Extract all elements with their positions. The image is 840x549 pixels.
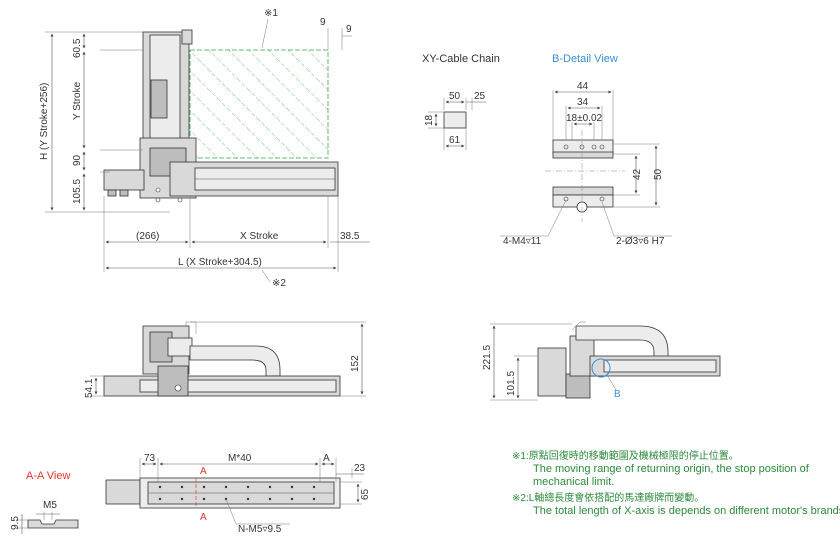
- b-detail-view: B-Detail View 44 34 18±0.02 4: [500, 53, 672, 247]
- dim-105-5: 105.5: [72, 179, 83, 204]
- b-dim-44: 44: [577, 81, 589, 92]
- note2-en: The total length of X-axis is depends on…: [533, 505, 840, 517]
- marker-a-bot: A: [200, 512, 207, 523]
- y-axis-end-cap: [181, 29, 193, 45]
- x-motor-connector: [107, 189, 117, 197]
- callout-4-m4: 4-M4▿11: [503, 236, 542, 247]
- y-axis-slider: [150, 79, 168, 119]
- front-view: 152 54.1: [84, 321, 366, 398]
- stroke-range-area: [189, 49, 329, 159]
- b-dim-42: 42: [632, 168, 643, 180]
- cable-chain-title: XY-Cable Chain: [422, 53, 500, 65]
- b-dim-50: 50: [653, 168, 664, 180]
- side-dim-221-5: 221.5: [482, 345, 493, 370]
- side-view: B 221.5 101.5: [482, 321, 721, 401]
- dim-h: H (Y Stroke+256): [39, 83, 50, 160]
- cable-chain-view: XY-Cable Chain 50 25 18 61: [422, 53, 500, 150]
- cable-dim-18: 18: [424, 114, 435, 126]
- cable-dim-61: 61: [449, 135, 461, 146]
- bottom-dim-73: 73: [144, 453, 156, 464]
- front-dim-152: 152: [350, 355, 361, 372]
- note2-marker: ※2: [272, 278, 286, 289]
- note2-zh: ※2:L軸總長度會依搭配的馬達廠牌而變動。: [512, 491, 704, 504]
- bottom-dim-65: 65: [360, 488, 371, 500]
- notes: ※1:原點回復時的移動範圍及機械極限的停止位置。 The moving rang…: [512, 449, 840, 517]
- aa-dim-m5: M5: [43, 500, 57, 511]
- aa-view: A-A View M5 9.5: [10, 470, 79, 534]
- aa-section: [27, 519, 79, 529]
- aa-dim-9-5: 9.5: [10, 516, 21, 530]
- b-dim-18-02: 18±0.02: [566, 113, 603, 124]
- dim-9b: 9: [346, 24, 352, 35]
- cable-dim-25: 25: [474, 91, 486, 102]
- side-dim-101-5: 101.5: [506, 371, 517, 396]
- x-motor: [103, 169, 145, 191]
- dim-266: (266): [136, 231, 159, 242]
- b-detail-bottom-plate: [552, 186, 614, 196]
- dim-60-5: 60.5: [72, 38, 83, 58]
- callout-2-d3: 2-Ø3▿6 H7: [616, 236, 665, 247]
- note1-en-line2: mechanical limit.: [533, 476, 614, 488]
- front-cable-chain: [189, 345, 281, 377]
- dim-90: 90: [72, 154, 83, 166]
- side-motor: [537, 347, 567, 397]
- dim-38-5: 38.5: [340, 231, 360, 242]
- dim-9a: 9: [320, 17, 326, 28]
- top-view: ※1 9 9 H (Y Stroke+256) 60.5 Y Stroke 90…: [39, 8, 370, 289]
- note1-en-line1: The moving range of returning origin, th…: [533, 463, 810, 475]
- marker-a-top: A: [323, 453, 330, 464]
- bottom-view: A A 73 M*40 A 23 65 N-M5▿9.5: [105, 453, 371, 535]
- dim-y-stroke: Y Stroke: [72, 81, 83, 120]
- dim-x-stroke: X Stroke: [240, 231, 279, 242]
- bottom-dim-23: 23: [354, 463, 366, 474]
- note1-zh: ※1:原點回復時的移動範圍及機械極限的停止位置。: [512, 449, 739, 462]
- b-dim-34: 34: [577, 97, 589, 108]
- b-detail-title: B-Detail View: [552, 53, 618, 65]
- cable-chain-section: [443, 111, 467, 129]
- cable-dim-50: 50: [449, 91, 461, 102]
- aa-view-title: A-A View: [26, 470, 70, 482]
- dim-l: L (X Stroke+304.5): [178, 257, 262, 268]
- bottom-dim-m40: M*40: [228, 453, 252, 464]
- callout-n-m5: N-M5▿9.5: [238, 524, 282, 535]
- bottom-motor: [105, 479, 141, 505]
- note1-marker: ※1: [264, 8, 278, 19]
- front-dim-54-1: 54.1: [84, 378, 95, 398]
- detail-marker-b: B: [614, 389, 621, 400]
- marker-a-mid: A: [200, 466, 207, 477]
